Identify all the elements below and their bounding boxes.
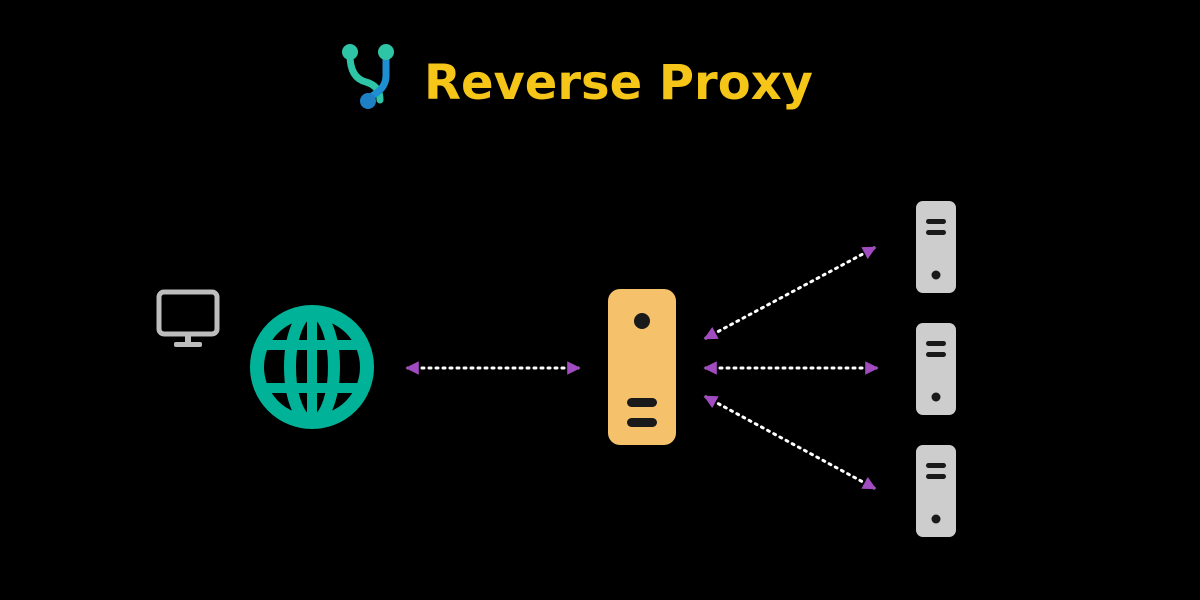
connector-proxy-backend-1 <box>703 246 877 340</box>
proxy-server-icon <box>608 289 676 445</box>
backend-server-icon <box>916 445 956 537</box>
page-title: Reverse Proxy <box>424 55 813 111</box>
backend-server-icon <box>916 323 956 415</box>
connector-proxy-backend-3 <box>703 395 877 490</box>
monitor-icon <box>156 289 220 347</box>
git-branch-logo-icon <box>342 44 394 109</box>
backend-server-icon <box>916 201 956 293</box>
globe-icon <box>250 305 374 429</box>
